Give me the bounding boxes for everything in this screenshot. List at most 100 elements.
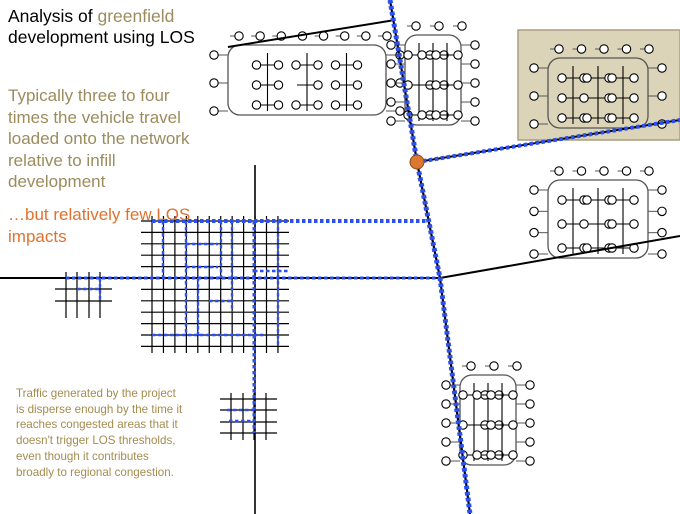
cul-de-sac-node bbox=[403, 50, 413, 60]
cul-de-sac-node bbox=[313, 100, 323, 110]
cul-de-sac-node bbox=[273, 80, 284, 90]
cul-de-sac-node bbox=[273, 100, 284, 110]
cul-de-sac-node bbox=[607, 73, 617, 83]
cul-de-sac-node bbox=[417, 110, 427, 120]
cul-de-sac-node bbox=[382, 31, 392, 41]
cul-de-sac-node bbox=[453, 80, 463, 90]
cul-de-sac-node bbox=[525, 399, 535, 409]
cul-de-sac-node bbox=[607, 195, 617, 205]
callout-text: …but relatively few LOS impacts bbox=[8, 205, 191, 246]
cul-de-sac-node bbox=[629, 219, 639, 229]
cul-de-sac-node bbox=[339, 31, 350, 41]
loop-road bbox=[547, 179, 649, 259]
cul-de-sac-node bbox=[508, 390, 518, 400]
cul-de-sac-node bbox=[576, 166, 587, 176]
cul-de-sac-node bbox=[352, 60, 363, 70]
congested-intersection-marker bbox=[409, 154, 425, 170]
cul-de-sac-node bbox=[251, 80, 262, 90]
traffic-flow-path bbox=[416, 118, 680, 164]
cul-de-sac-node bbox=[529, 249, 539, 259]
cul-de-sac-node bbox=[582, 113, 592, 123]
cul-de-sac-node bbox=[607, 219, 617, 229]
cul-de-sac-node bbox=[234, 31, 244, 41]
cul-de-sac-node bbox=[489, 361, 499, 371]
cul-de-sac-node bbox=[361, 31, 371, 41]
cul-de-sac-node bbox=[470, 97, 480, 107]
body-text: Typically three to four times the vehicl… bbox=[8, 86, 190, 191]
slide-title: Analysis of greenfield development using… bbox=[8, 6, 198, 48]
cul-de-sac-node bbox=[554, 166, 564, 176]
cul-de-sac-node bbox=[255, 31, 265, 41]
cul-de-sac-node bbox=[629, 195, 639, 205]
cul-de-sac-node bbox=[529, 227, 539, 238]
cul-de-sac-node bbox=[470, 59, 480, 69]
cul-de-sac-node bbox=[417, 50, 427, 60]
cul-de-sac-node bbox=[466, 361, 476, 371]
cul-de-sac-node bbox=[557, 93, 567, 103]
cul-de-sac-node bbox=[557, 195, 567, 205]
cul-de-sac-node bbox=[486, 450, 496, 460]
cul-de-sac-node bbox=[313, 60, 323, 70]
loop-road bbox=[547, 57, 649, 129]
main-street-grid bbox=[141, 216, 289, 353]
cul-de-sac-node bbox=[554, 44, 564, 54]
cul-de-sac-node bbox=[291, 100, 301, 110]
south-street-grid bbox=[220, 393, 277, 440]
traffic-flow-path bbox=[387, 0, 473, 514]
cul-de-sac-node bbox=[582, 195, 592, 205]
cul-de-sac-node bbox=[657, 206, 667, 217]
cul-de-sac-node bbox=[386, 78, 396, 88]
cul-de-sac-node bbox=[657, 63, 667, 73]
cul-de-sac-node bbox=[657, 185, 667, 195]
cul-de-sac-node bbox=[470, 116, 480, 126]
cul-de-sac-node bbox=[209, 50, 219, 60]
cul-de-sac-node bbox=[512, 361, 522, 371]
cul-de-sac-node bbox=[629, 93, 639, 103]
cul-de-sac-node bbox=[657, 249, 667, 259]
title-highlight: greenfield bbox=[97, 6, 175, 26]
cul-de-sac-node bbox=[525, 456, 535, 466]
subdivision-north bbox=[386, 21, 480, 126]
cul-de-sac-node bbox=[352, 80, 363, 90]
cul-de-sac-node bbox=[251, 60, 262, 70]
cul-de-sac-node bbox=[486, 390, 496, 400]
cul-de-sac-node bbox=[644, 44, 654, 54]
cul-de-sac-node bbox=[557, 73, 567, 83]
cul-de-sac-node bbox=[209, 78, 219, 88]
note-text: Traffic generated by the project is disp… bbox=[16, 387, 183, 479]
cul-de-sac-node bbox=[431, 50, 441, 60]
cul-de-sac-node bbox=[453, 50, 463, 60]
cul-de-sac-node bbox=[313, 80, 323, 90]
cul-de-sac-node bbox=[557, 243, 567, 253]
cul-de-sac-node bbox=[525, 437, 535, 447]
cul-de-sac-node bbox=[441, 418, 451, 428]
cul-de-sac-node bbox=[599, 44, 609, 54]
cul-de-sac-node bbox=[472, 450, 482, 460]
cul-de-sac-node bbox=[557, 113, 567, 123]
cul-de-sac-node bbox=[582, 73, 592, 83]
cul-de-sac-node bbox=[621, 44, 632, 54]
title-suffix: development using LOS bbox=[8, 27, 195, 47]
cul-de-sac-node bbox=[657, 91, 667, 101]
cul-de-sac-node bbox=[352, 100, 363, 110]
cul-de-sac-node bbox=[579, 219, 589, 229]
cul-de-sac-node bbox=[431, 110, 441, 120]
cul-de-sac-node bbox=[441, 437, 451, 447]
cul-de-sac-node bbox=[607, 93, 617, 103]
cul-de-sac-node bbox=[441, 456, 451, 466]
cul-de-sac-node bbox=[599, 166, 609, 176]
cul-de-sac-node bbox=[629, 73, 639, 83]
cul-de-sac-node bbox=[472, 390, 482, 400]
loop-road bbox=[459, 374, 517, 466]
subdivision-northwest bbox=[209, 31, 405, 116]
cul-de-sac-node bbox=[486, 420, 496, 430]
cul-de-sac-node bbox=[386, 116, 396, 126]
cul-de-sac-node bbox=[386, 40, 396, 50]
subdivision-south bbox=[441, 361, 535, 466]
cul-de-sac-node bbox=[657, 227, 667, 238]
cul-de-sac-node bbox=[525, 380, 535, 390]
cul-de-sac-node bbox=[621, 166, 632, 176]
cul-de-sac-node bbox=[330, 80, 341, 90]
cul-de-sac-node bbox=[579, 93, 589, 103]
